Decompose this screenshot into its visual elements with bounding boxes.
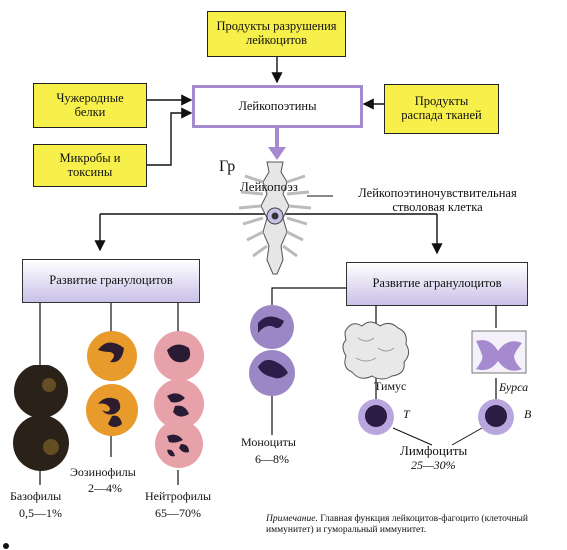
label-neutrophils-percent: 65—70% bbox=[155, 506, 201, 520]
label-gr: Гр bbox=[219, 158, 236, 175]
box-agranulocyte-development: Развитие агранулоцитов bbox=[346, 262, 528, 306]
lymphocyte-t-cell bbox=[358, 399, 394, 435]
stem-cell-illustration bbox=[238, 161, 312, 275]
footnote-prefix: Примечание. bbox=[266, 514, 318, 524]
neutrophil-cell-3 bbox=[155, 420, 203, 468]
label-b: B bbox=[524, 407, 532, 421]
neutrophil-cells bbox=[154, 331, 204, 468]
basophil-cell-2 bbox=[13, 415, 69, 471]
label-t: T bbox=[403, 407, 410, 421]
label-monocytes-percent: 6—8% bbox=[255, 452, 289, 466]
box-agranulocyte-development-label: Развитие агранулоцитов bbox=[372, 276, 502, 291]
box-granulocyte-development-label: Развитие гранулоцитов bbox=[49, 273, 173, 288]
footnote: Примечание. Главная функция лейкоцитов-ф… bbox=[266, 514, 562, 537]
label-lymphocytes: Лимфоциты bbox=[400, 443, 468, 458]
label-leukopoiesis: Лейкопоэз bbox=[240, 179, 298, 194]
box-tissue-breakdown: Продукты распада тканей bbox=[384, 84, 499, 134]
label-thymus: Тимус bbox=[374, 379, 407, 393]
bursa-illustration bbox=[471, 330, 527, 374]
arrow-stem-head bbox=[268, 147, 286, 160]
footnote-text: Главная функция лейкоцитов-фагоцито (кле… bbox=[266, 514, 528, 536]
box-leukopoietins: Лейкопоэтины bbox=[192, 85, 363, 128]
box-leukocyte-breakdown-label: Продукты разрушения лейкоцитов bbox=[216, 19, 337, 47]
box-leukopoietins-label: Лейкопоэтины bbox=[238, 98, 317, 113]
box-leukocyte-breakdown: Продукты разрушения лейкоцитов bbox=[207, 11, 346, 57]
label-bursa: Бурса bbox=[499, 380, 529, 394]
box-microbes: Микробы и токсины bbox=[33, 144, 147, 187]
label-stem-cell: Лейкопоэтиночувствительная стволовая кле… bbox=[358, 186, 517, 215]
eosinophil-cell-1 bbox=[87, 331, 137, 381]
label-lymphocytes-percent: 25—30% bbox=[411, 458, 456, 472]
label-eosinophils: Эозинофилы bbox=[70, 465, 136, 479]
label-basophils: Базофилы bbox=[10, 489, 62, 503]
box-microbes-label: Микробы и токсины bbox=[59, 150, 121, 179]
box-tissue-breakdown-label: Продукты распада тканей bbox=[401, 94, 482, 122]
neutrophil-cell-2 bbox=[154, 379, 204, 429]
label-neutrophils: Нейтрофилы bbox=[145, 489, 212, 503]
thymus-illustration bbox=[342, 321, 410, 380]
label-basophils-percent: 0,5—1% bbox=[19, 506, 62, 520]
monocyte-cells bbox=[249, 305, 295, 396]
label-eosinophils-percent: 2—4% bbox=[88, 481, 122, 495]
corner-dot bbox=[3, 543, 9, 549]
label-monocytes: Моноциты bbox=[241, 435, 296, 449]
monocyte-cell-1 bbox=[250, 305, 294, 349]
lymphocyte-b-cell bbox=[478, 399, 514, 435]
box-foreign-proteins: Чужеродные белки bbox=[33, 83, 147, 128]
arrow-microbes bbox=[147, 107, 193, 166]
box-granulocyte-development: Развитие гранулоцитов bbox=[22, 259, 200, 303]
eosinophil-cells bbox=[86, 331, 138, 436]
basophil-cell-1 bbox=[14, 365, 68, 418]
box-foreign-proteins-label: Чужеродные белки bbox=[56, 90, 124, 119]
basophil-cells bbox=[13, 365, 69, 471]
